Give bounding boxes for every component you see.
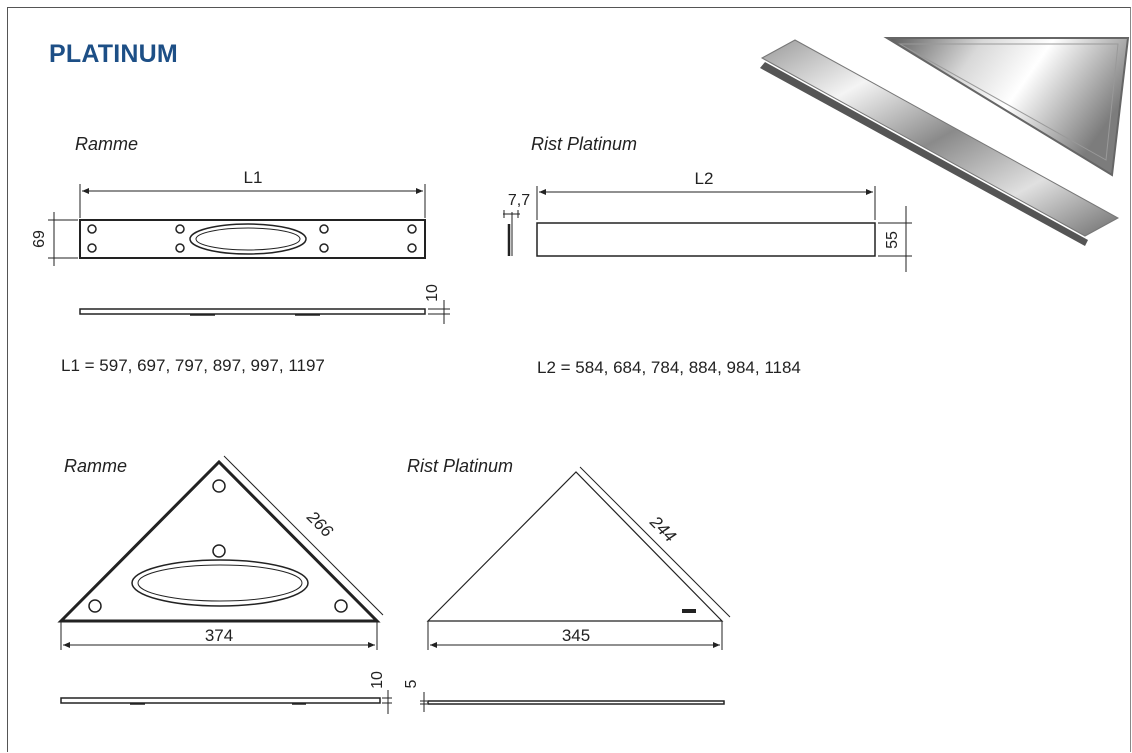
frame-triangle-drawing [57,455,392,714]
dim-374: 374 [205,626,233,645]
page-title: PLATINUM [49,40,178,68]
frame-label-top: Ramme [75,134,139,154]
product-photo [760,37,1130,246]
grate-label-bottom: Rist Platinum [407,456,514,476]
dim-l1: L1 [244,168,263,187]
grate-label-top: Rist Platinum [531,134,638,154]
frame-label-bottom: Ramme [64,456,128,476]
dim-5: 5 [403,679,420,688]
dim-55: 55 [884,231,901,249]
l1-values: L1 = 597, 697, 797, 897, 997, 1197 [61,356,325,375]
grate-bar-drawing [503,186,912,272]
l2-values: L2 = 584, 684, 784, 884, 984, 1184 [537,358,801,377]
dim-10-bottom: 10 [369,671,386,689]
dim-10-top: 10 [424,284,441,302]
grate-triangle-drawing [420,466,731,712]
dim-266: 266 [302,507,337,542]
dim-244: 244 [645,512,679,546]
dim-7-7: 7,7 [508,192,530,209]
dim-345: 345 [562,626,590,645]
dim-69: 69 [31,230,48,248]
page-frame [7,7,1131,752]
dim-l2: L2 [695,169,714,188]
frame-bar-drawing [48,184,450,324]
